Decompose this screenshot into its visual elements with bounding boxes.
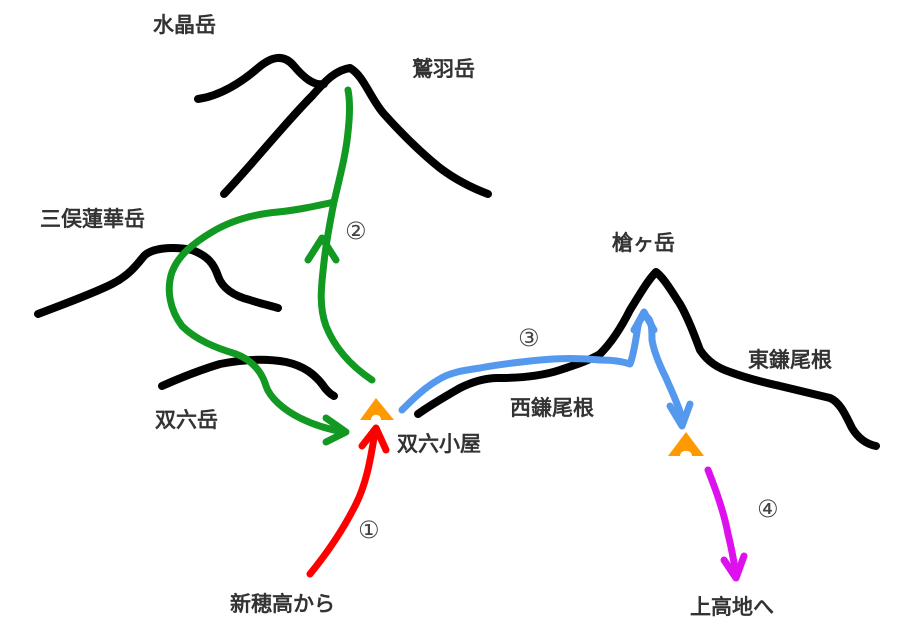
route-2-arrow-hut bbox=[322, 414, 350, 446]
label-yari: 槍ヶ岳 bbox=[612, 231, 675, 255]
label-suisho: 水晶岳 bbox=[153, 13, 216, 37]
route-2-ascent bbox=[317, 86, 376, 384]
ridge-suisho bbox=[194, 54, 328, 103]
ridge-sugoroku bbox=[158, 355, 338, 400]
step-3-number: ③ bbox=[518, 324, 540, 352]
ridge-washiba bbox=[220, 64, 492, 198]
route-3-arrow-top bbox=[630, 308, 658, 334]
label-nishikama: 西鎌尾根 bbox=[510, 396, 594, 420]
hut-yari-icon bbox=[668, 432, 704, 456]
label-from-shinhotaka: 新穂高から bbox=[230, 592, 335, 616]
route-3-arrow-down bbox=[666, 400, 694, 430]
route-2-traverse bbox=[165, 198, 348, 436]
route-4-arrow bbox=[720, 552, 748, 582]
route-2-arrow-up bbox=[304, 234, 340, 264]
hut-sugoroku-icon bbox=[360, 398, 394, 420]
step-2-number: ② bbox=[345, 217, 367, 245]
route-4-line bbox=[704, 466, 740, 578]
step-4-number: ④ bbox=[757, 495, 779, 523]
label-sugoroku: 双六岳 bbox=[155, 408, 218, 432]
route-1-arrow bbox=[358, 424, 390, 454]
label-sugoroku-hut: 双六小屋 bbox=[397, 432, 481, 456]
ridge-nishikama-yari bbox=[414, 268, 880, 450]
label-higashikama: 東鎌尾根 bbox=[748, 348, 832, 372]
ridge-mitsumata bbox=[34, 244, 282, 318]
label-washiba: 鷲羽岳 bbox=[412, 57, 475, 81]
route-1-line bbox=[306, 434, 378, 578]
label-mitsumata: 三俣蓮華岳 bbox=[40, 207, 145, 231]
label-to-kamikochi: 上高地へ bbox=[690, 595, 774, 619]
step-1-number: ① bbox=[358, 516, 380, 544]
route-3-line bbox=[398, 312, 686, 422]
